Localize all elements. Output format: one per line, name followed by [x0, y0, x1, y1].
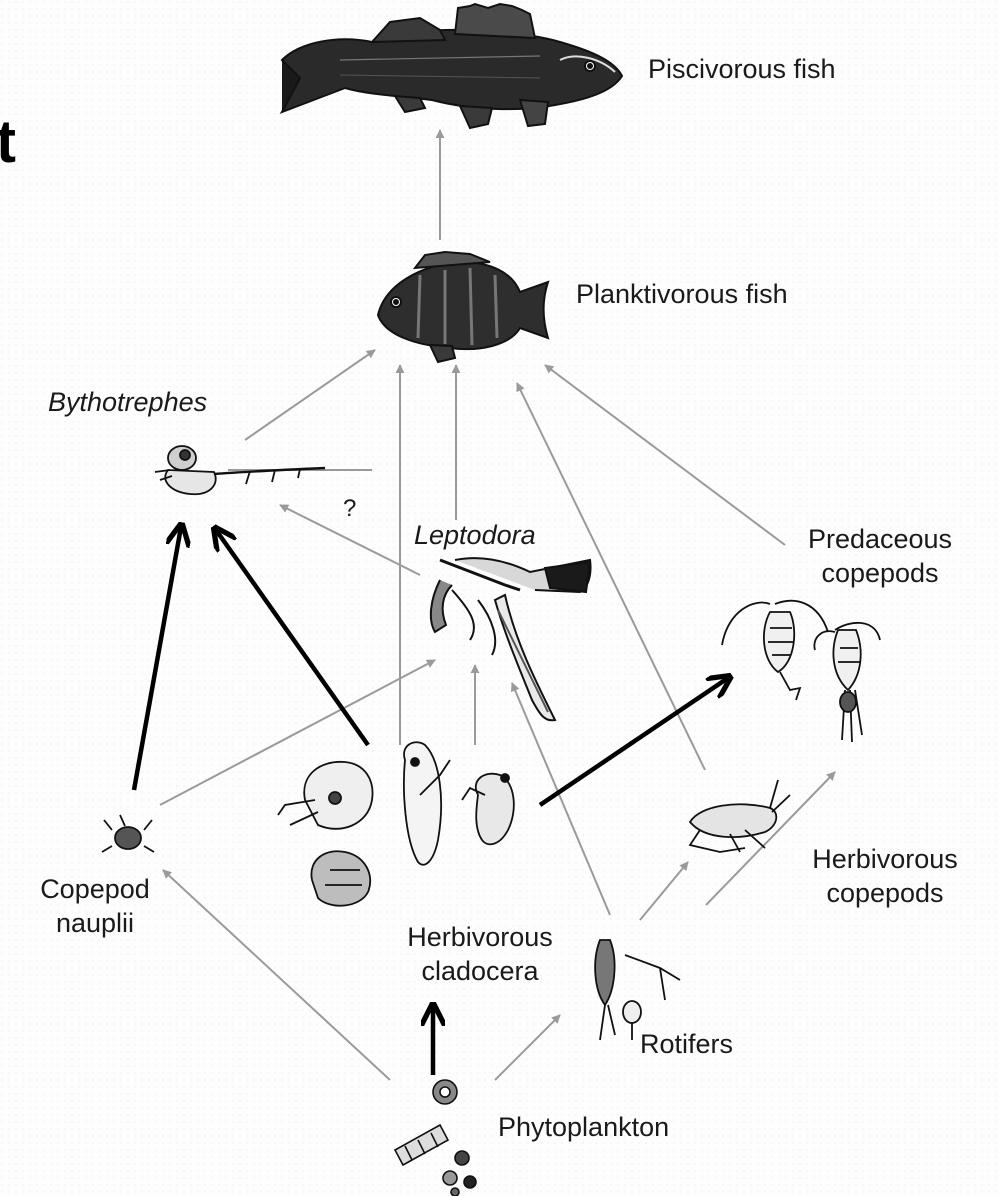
label-predaceous-line1: Predaceous [790, 522, 970, 556]
label-piscivorous-fish: Piscivorous fish [648, 52, 836, 86]
label-question-mark: ? [343, 492, 356, 526]
label-nauplii-line2: nauplii [20, 906, 170, 940]
label-predaceous-line2: copepods [790, 556, 970, 590]
label-nauplii-line1: Copepod [20, 872, 170, 906]
label-herbcopepods-line1: Herbivorous [790, 842, 980, 876]
label-cladocera-line2: cladocera [385, 954, 575, 988]
label-rotifers: Rotifers [640, 1027, 733, 1061]
label-bythotrephes: Bythotrephes [48, 385, 207, 419]
label-herbivorous-copepods: Herbivorous copepods [790, 842, 980, 910]
label-herbcopepods-line2: copepods [790, 876, 980, 910]
label-cladocera-line1: Herbivorous [385, 920, 575, 954]
corner-text-fragment: t [0, 112, 16, 172]
label-copepod-nauplii: Copepod nauplii [20, 872, 170, 940]
label-leptodora: Leptodora [414, 518, 536, 552]
label-phytoplankton: Phytoplankton [498, 1110, 669, 1144]
label-herbivorous-cladocera: Herbivorous cladocera [385, 920, 575, 988]
label-predaceous-copepods: Predaceous copepods [790, 522, 970, 590]
label-planktivorous-fish: Planktivorous fish [576, 277, 788, 311]
